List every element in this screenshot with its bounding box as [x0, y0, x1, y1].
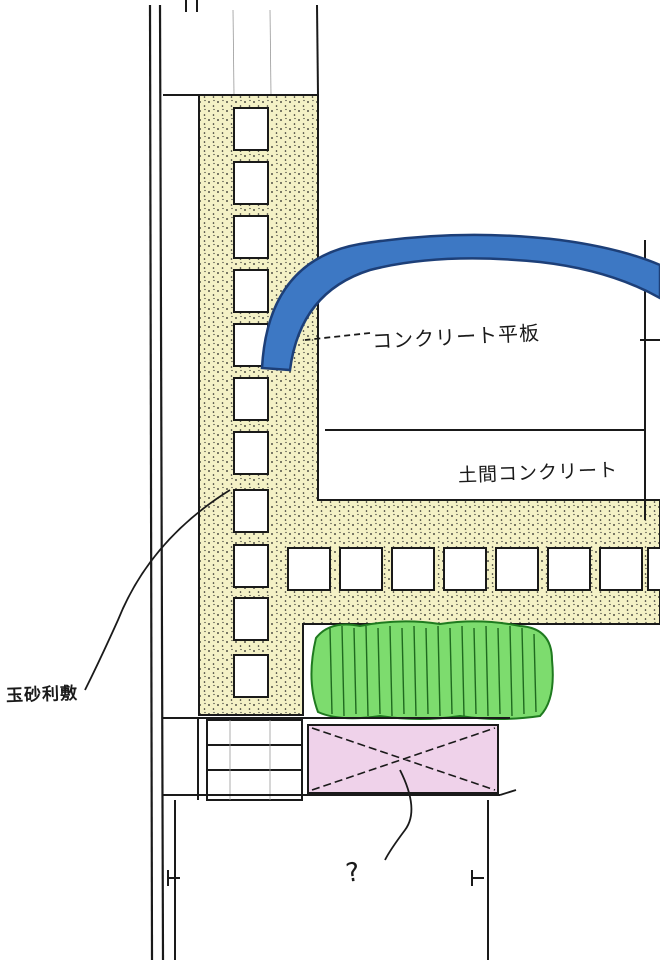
- left-boundary-lines: [148, 4, 165, 961]
- pink-storage-box: [307, 724, 499, 794]
- building-block: [317, 240, 660, 520]
- entrance-steps: [163, 717, 510, 960]
- top-lines: [185, 0, 319, 96]
- vertical-stepping-stones: [233, 107, 269, 698]
- curved-arrow-icon: [260, 233, 660, 372]
- posts: [167, 870, 484, 886]
- label-doma-concrete: 土間コンクリート: [457, 459, 619, 487]
- horizontal-stepping-stones: [287, 547, 660, 591]
- leader-lines: [84, 332, 517, 861]
- hedge-shrubs: [310, 620, 554, 720]
- label-gravel: 玉砂利敷: [5, 683, 79, 707]
